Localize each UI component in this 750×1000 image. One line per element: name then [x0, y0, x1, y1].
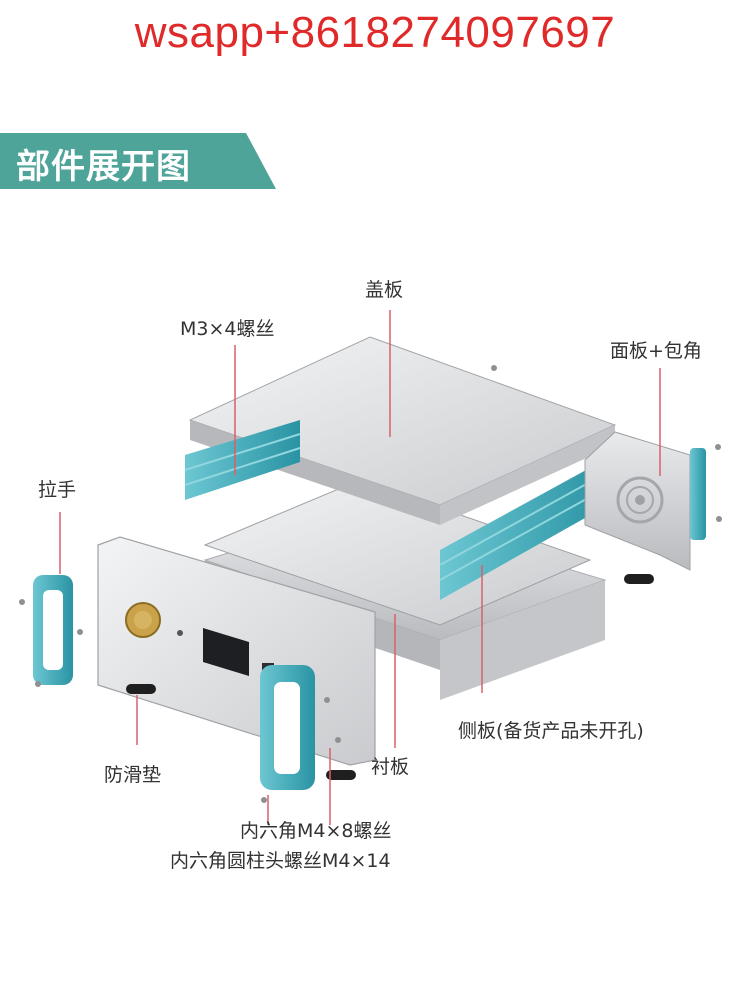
- label-liner-plate: 衬板: [371, 756, 410, 778]
- label-handle: 拉手: [38, 479, 77, 501]
- handle-left: [33, 575, 73, 685]
- label-hex-m4x8: 内六角M4×8螺丝: [240, 820, 392, 842]
- label-anti-slip-pad: 防滑垫: [104, 764, 162, 786]
- handle-right: [260, 665, 315, 790]
- anti-slip-pad-2: [326, 770, 356, 780]
- rear-corner-bracket: [690, 448, 706, 540]
- contact-watermark: wsapp+8618274097697: [134, 8, 616, 57]
- section-title: 部件展开图: [16, 147, 191, 187]
- label-front-panel-corner: 面板+包角: [610, 340, 702, 362]
- label-m3-screw: M3×4螺丝: [180, 318, 275, 340]
- anti-slip-pad-3: [624, 574, 654, 584]
- label-hex-m4x14: 内六角圆柱头螺丝M4×14: [170, 850, 391, 872]
- label-side-panel: 侧板(备货产品未开孔): [458, 720, 644, 742]
- liner-plate: [203, 479, 592, 626]
- section-banner: [0, 133, 276, 189]
- label-cover: 盖板: [365, 279, 404, 301]
- screws: [19, 365, 722, 803]
- anti-slip-pad-1: [126, 684, 156, 694]
- side-panel-left: [184, 420, 301, 500]
- side-panel-right: [439, 458, 609, 600]
- rear-panel: [584, 431, 691, 571]
- leader-lines: [59, 310, 661, 825]
